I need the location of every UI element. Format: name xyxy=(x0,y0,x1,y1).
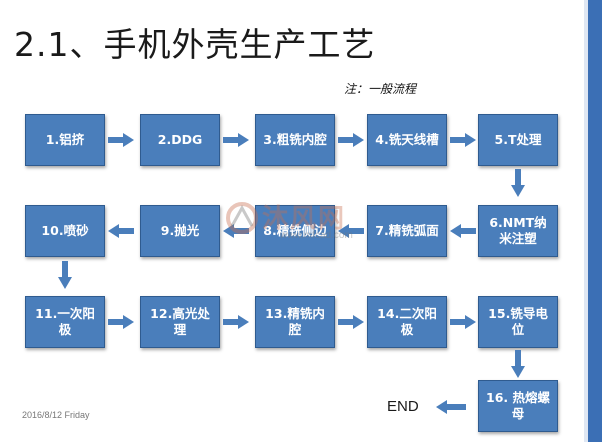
arrow-left-icon xyxy=(338,224,364,238)
arrow-down-icon xyxy=(511,350,525,378)
arrow-left-icon xyxy=(450,224,476,238)
end-label: END xyxy=(387,398,419,415)
arrow-left-icon xyxy=(108,224,134,238)
step-9-box: 9.抛光 xyxy=(140,205,220,257)
step-4-box: 4.铣天线槽 xyxy=(367,114,447,166)
step-7-box: 7.精铣弧面 xyxy=(367,205,447,257)
step-12-box: 12.高光处理 xyxy=(140,296,220,348)
arrow-right-icon xyxy=(338,133,364,147)
flow-note: 注：一般流程 xyxy=(344,82,417,96)
step-15-box: 15.铣导电位 xyxy=(478,296,558,348)
arrow-down-icon xyxy=(58,261,72,289)
slide-edge-bar xyxy=(588,0,602,442)
arrow-right-icon xyxy=(450,133,476,147)
step-14-box: 14.二次阳极 xyxy=(367,296,447,348)
slide-title: 2.1、手机外壳生产工艺 xyxy=(14,25,376,64)
arrow-right-icon xyxy=(338,315,364,329)
step-6-box: 6.NMT纳米注塑 xyxy=(478,205,558,257)
step-13-box: 13.精铣内腔 xyxy=(255,296,335,348)
arrow-left-icon xyxy=(436,400,466,414)
step-16-box: 16. 热熔螺母 xyxy=(478,380,558,432)
slide-date: 2016/8/12 Friday xyxy=(22,410,90,420)
slide-edge-highlight xyxy=(584,0,588,442)
step-11-box: 11.一次阳极 xyxy=(25,296,105,348)
arrow-left-icon xyxy=(223,224,249,238)
arrow-right-icon xyxy=(450,315,476,329)
step-2-box: 2.DDG xyxy=(140,114,220,166)
step-1-box: 1.铝挤 xyxy=(25,114,105,166)
arrow-right-icon xyxy=(223,315,249,329)
arrow-right-icon xyxy=(108,315,134,329)
step-3-box: 3.粗铣内腔 xyxy=(255,114,335,166)
step-8-box: 8.精铣侧边 xyxy=(255,205,335,257)
arrow-down-icon xyxy=(511,169,525,197)
arrow-right-icon xyxy=(108,133,134,147)
arrow-right-icon xyxy=(223,133,249,147)
step-5-box: 5.T处理 xyxy=(478,114,558,166)
step-10-box: 10.喷砂 xyxy=(25,205,105,257)
